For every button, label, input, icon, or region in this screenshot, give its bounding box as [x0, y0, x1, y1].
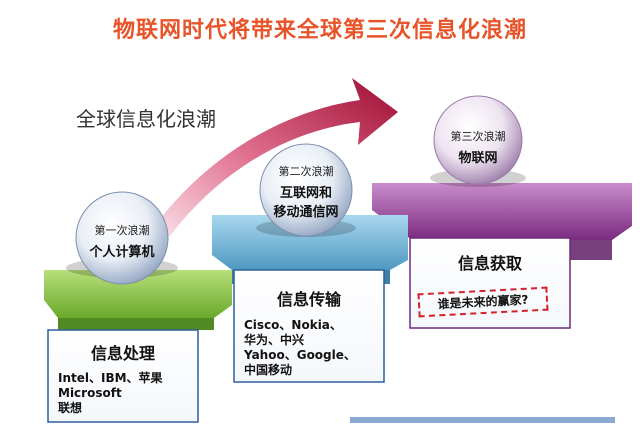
step3-top: [372, 183, 632, 240]
global-wave-label: 全球信息化浪潮: [76, 107, 216, 131]
stage-1-examples: Intel、IBM、苹果 Microsoft 联想: [58, 371, 198, 416]
step2-panel: [233, 269, 385, 383]
wave-3-label: 第三次浪潮: [450, 130, 506, 143]
page-title: 物联网时代将带来全球第三次信息化浪潮: [112, 18, 527, 43]
footer-fragment: [350, 417, 615, 423]
stage-1-example: Intel、IBM、苹果: [58, 371, 163, 385]
step1-front: [58, 318, 214, 330]
stage-2-example: 中国移动: [244, 363, 293, 377]
stage-2-examples: Cisco、Nokia、 华为、中兴 Yahoo、Google、 中国移动: [244, 318, 384, 378]
stage-2-example: 华为、中兴: [244, 333, 305, 347]
stage-1-category: 信息处理: [90, 344, 155, 363]
wave-1-label: 第一次浪潮: [94, 224, 150, 237]
step1-panel: [47, 329, 199, 423]
wave-arrow: [150, 78, 398, 236]
step2-top: [212, 215, 408, 270]
step1-top: [44, 270, 232, 318]
stage-2-example: Yahoo、Google、: [244, 348, 356, 362]
ball-1-text: 第一次浪潮 个人计算机: [76, 222, 168, 260]
stage-2-example: Cisco、Nokia、: [244, 318, 342, 332]
wave-3-name: 物联网: [458, 151, 498, 166]
wave-ball-1: [75, 191, 169, 285]
ball-3-text: 第三次浪潮 物联网: [434, 128, 522, 166]
stage-1-example: 联想: [58, 401, 83, 415]
stage-1-example: Microsoft: [58, 386, 122, 400]
stage-3-category: 信息获取: [457, 254, 522, 273]
ball-2-text: 第二次浪潮 互联网和 移动通信网: [260, 163, 352, 220]
wave-1-name: 个人计算机: [89, 245, 155, 260]
wave-ball-2: [259, 143, 353, 237]
wave-2-label: 第二次浪潮: [278, 165, 334, 178]
stage-2-category: 信息传输: [276, 290, 341, 309]
step3-panel: [409, 237, 571, 329]
wave-2-name-line1: 互联网和: [279, 186, 332, 201]
wave-2-name-line2: 移动通信网: [273, 205, 339, 220]
wave-ball-3: [433, 95, 523, 185]
